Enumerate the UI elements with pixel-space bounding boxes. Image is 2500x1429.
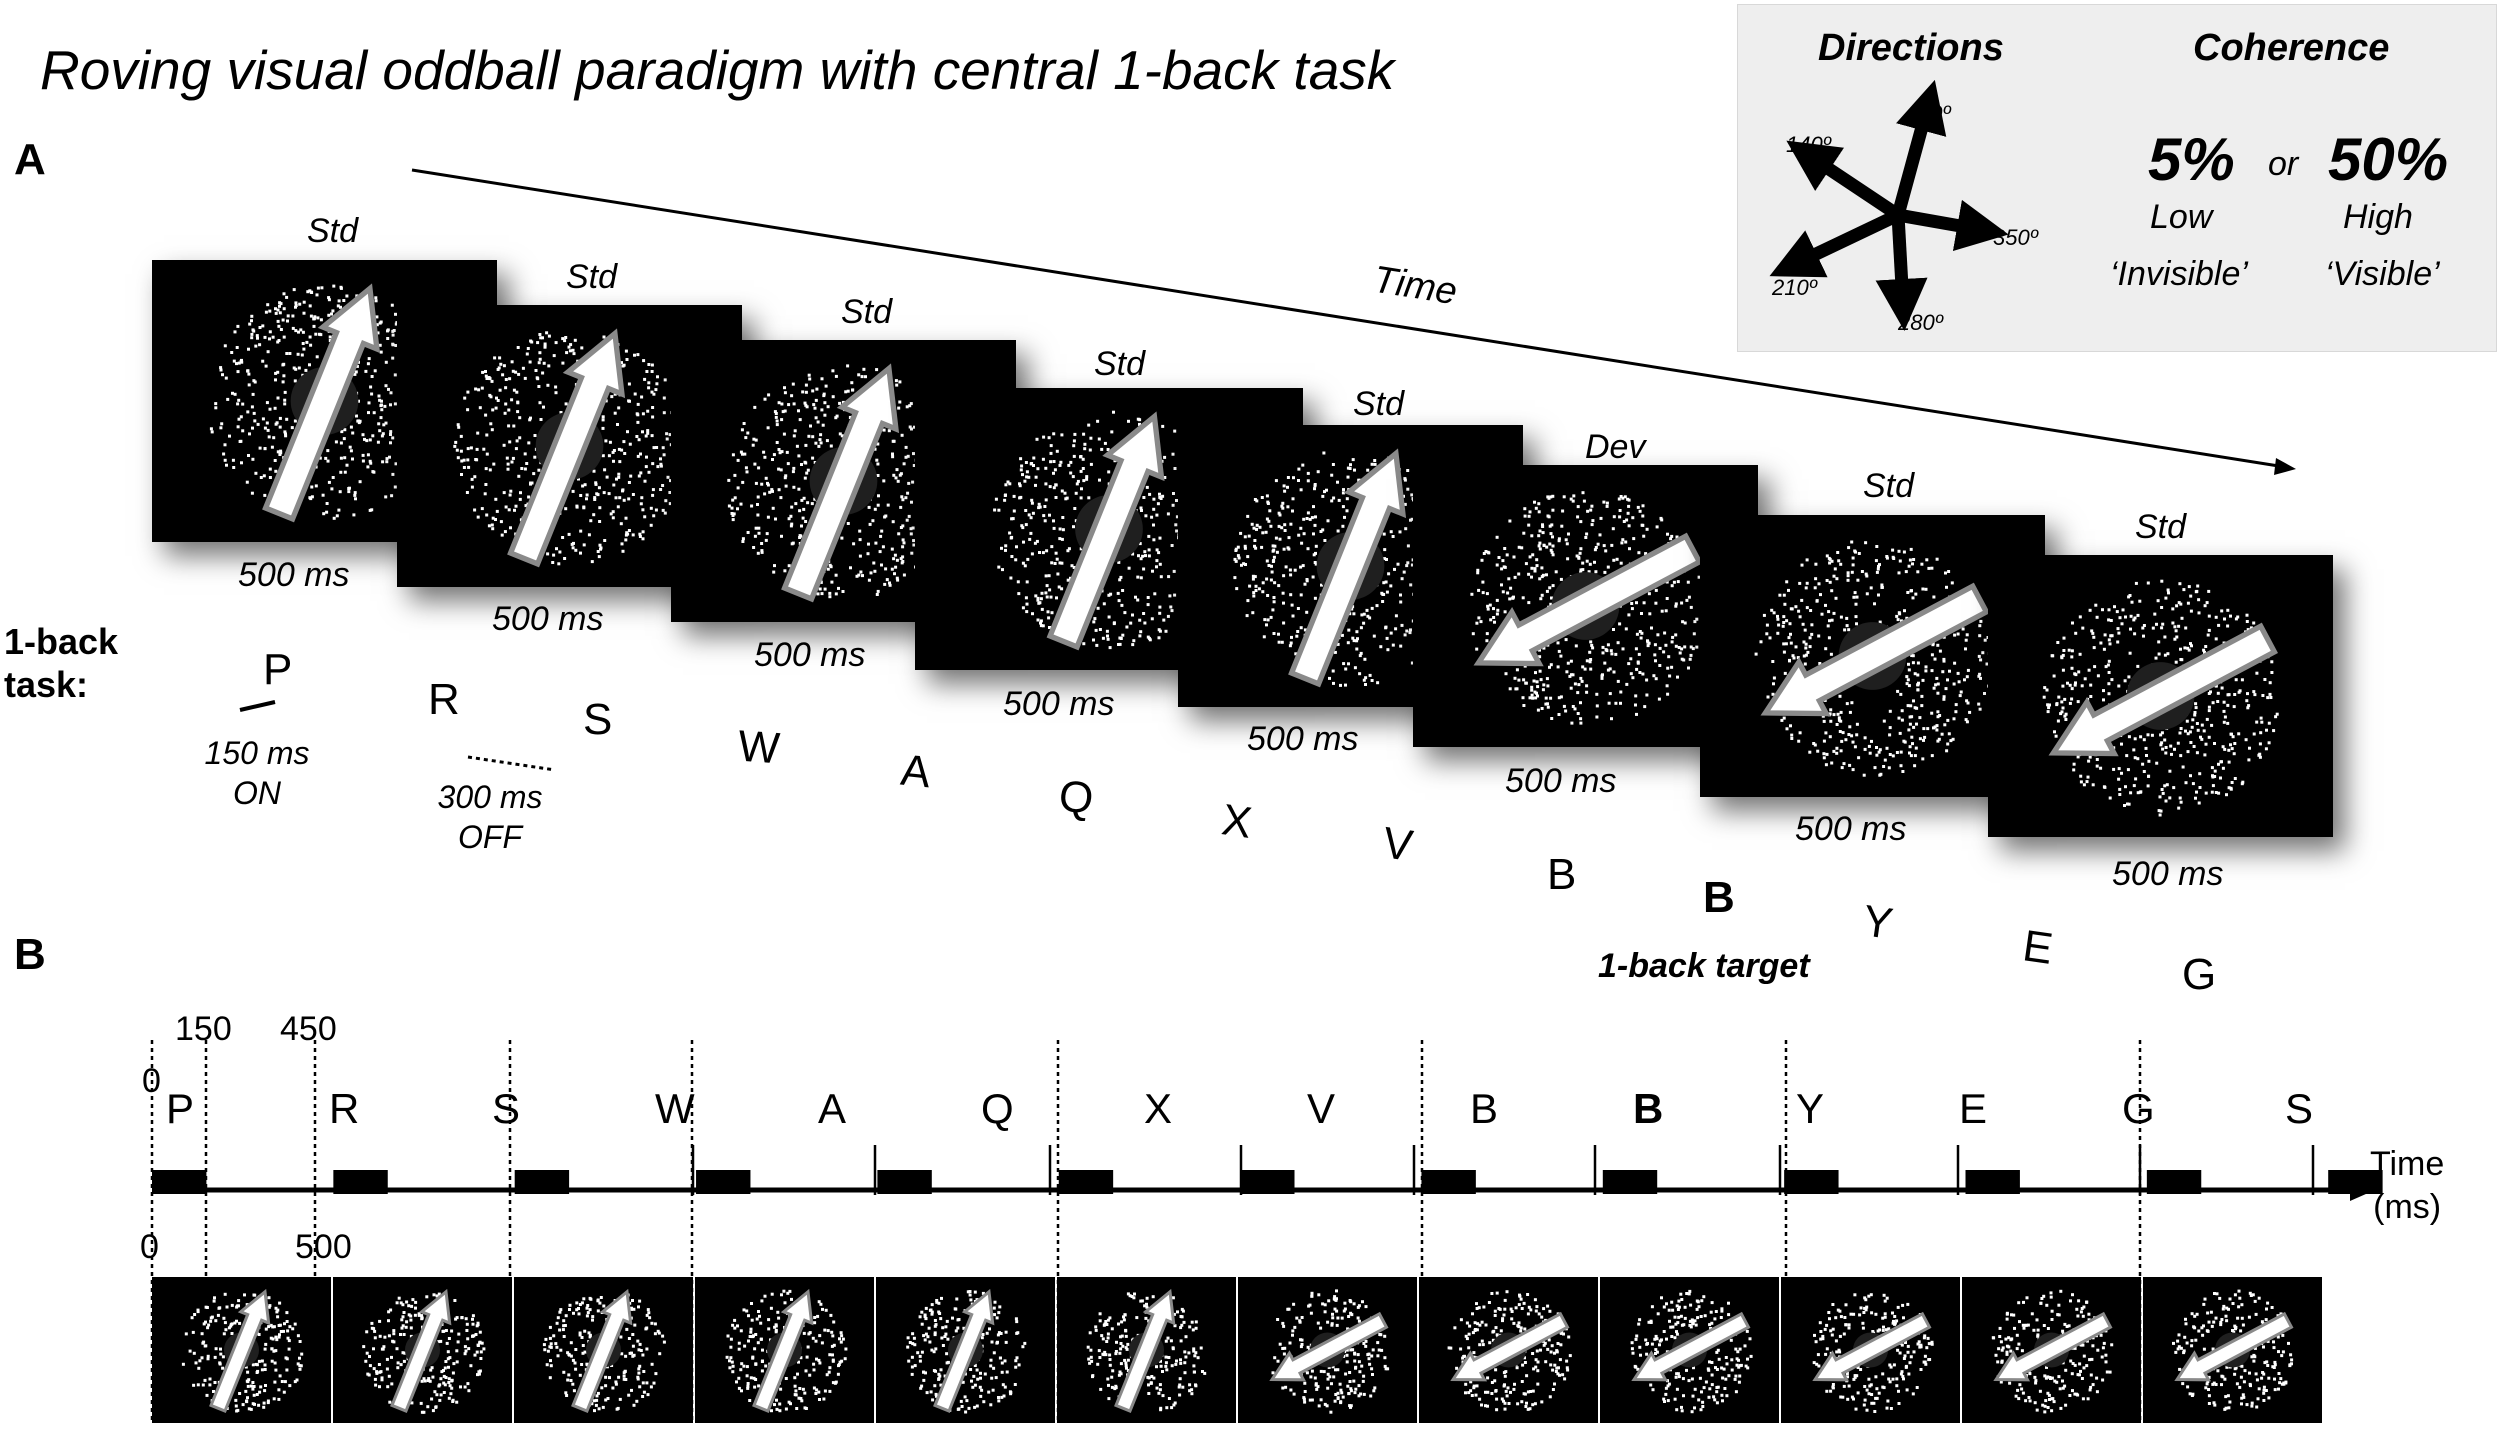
- frame-duration-label: 500 ms: [2112, 855, 2224, 894]
- frame-duration-label: 500 ms: [1795, 810, 1907, 849]
- stimulus-on-block: [1240, 1170, 1294, 1194]
- strip-frame: [333, 1277, 512, 1423]
- arrow-down-left-icon: [1962, 1277, 2141, 1423]
- stimulus-on-block: [515, 1170, 569, 1194]
- timeline-letter: X: [1144, 1085, 1172, 1133]
- stimulus-on-block: [2147, 1170, 2201, 1194]
- frame-duration-label: 500 ms: [238, 556, 350, 595]
- strip-frame: [1057, 1277, 1236, 1423]
- frame-duration-label: 500 ms: [754, 636, 866, 675]
- frame-duration-label: 500 ms: [1003, 685, 1115, 724]
- timeline-letter: S: [2285, 1085, 2313, 1133]
- frame-condition-label: Std: [307, 212, 358, 251]
- strip-frame: [1781, 1277, 1960, 1423]
- tick-450: 450: [280, 1010, 337, 1049]
- stimulus-frame: [1988, 555, 2333, 837]
- arrow-up-right-icon: [152, 1277, 331, 1423]
- stimulus-on-block: [1603, 1170, 1657, 1194]
- strip-frame: [695, 1277, 874, 1423]
- arrow-down-left-icon: [2143, 1277, 2322, 1423]
- timeline-letter: G: [2122, 1085, 2155, 1133]
- strip-frame: [514, 1277, 693, 1423]
- timeline-letter: Y: [1796, 1085, 1824, 1133]
- arrow-up-right-icon: [1057, 1277, 1236, 1423]
- timeline-letter: P: [166, 1085, 194, 1133]
- timeline-letter: Q: [981, 1085, 1014, 1133]
- frame-condition-label: Std: [841, 293, 892, 332]
- frame-condition-label: Std: [566, 258, 617, 297]
- timeline-letter: A: [818, 1085, 846, 1133]
- tick-zero-top: 0: [142, 1062, 161, 1101]
- time-axis-label: Time (ms): [2370, 1143, 2444, 1228]
- arrow-down-left-icon: [1600, 1277, 1779, 1423]
- time-axis-word: Time: [2370, 1143, 2444, 1186]
- timeline-letter: R: [329, 1085, 359, 1133]
- arrow-down-left-icon: [1988, 555, 2333, 837]
- time-axis-unit: (ms): [2370, 1186, 2444, 1229]
- timeline-letter: B: [1633, 1085, 1663, 1133]
- stimulus-on-block: [1421, 1170, 1475, 1194]
- frame-condition-label: Dev: [1585, 428, 1645, 467]
- timeline-letter: W: [655, 1085, 695, 1133]
- strip-frame: [1600, 1277, 1779, 1423]
- frame-condition-label: Std: [1863, 467, 1914, 506]
- arrow-down-left-icon: [1238, 1277, 1417, 1423]
- strip-frame: [1962, 1277, 2141, 1423]
- tick-150: 150: [175, 1010, 232, 1049]
- frame-duration-label: 500 ms: [492, 600, 604, 639]
- arrow-down-left-icon: [1781, 1277, 1960, 1423]
- arrow-down-left-icon: [1419, 1277, 1598, 1423]
- frame-duration-label: 500 ms: [1505, 762, 1617, 801]
- strip-frame: [1238, 1277, 1417, 1423]
- arrow-up-right-icon: [876, 1277, 1055, 1423]
- arrow-up-right-icon: [514, 1277, 693, 1423]
- timeline-letter: V: [1307, 1085, 1335, 1133]
- arrow-up-right-icon: [695, 1277, 874, 1423]
- stimulus-on-block: [1059, 1170, 1113, 1194]
- stimulus-on-block: [152, 1170, 206, 1194]
- timeline-letter: E: [1959, 1085, 1987, 1133]
- arrow-up-right-icon: [333, 1277, 512, 1423]
- timeline-letter: B: [1470, 1085, 1498, 1133]
- stimulus-on-block: [1966, 1170, 2020, 1194]
- stimulus-on-block: [877, 1170, 931, 1194]
- strip-frame: [152, 1277, 331, 1423]
- frame-condition-label: Std: [2135, 508, 2186, 547]
- strip-frame: [2143, 1277, 2322, 1423]
- stimulus-on-block: [333, 1170, 387, 1194]
- timeline-letter: S: [492, 1085, 520, 1133]
- frame-condition-label: Std: [1353, 385, 1404, 424]
- strip-frame: [876, 1277, 1055, 1423]
- frame-duration-label: 500 ms: [1247, 720, 1359, 759]
- stimulus-on-block: [1784, 1170, 1838, 1194]
- tick-500: 500: [295, 1228, 352, 1267]
- strip-frame: [1419, 1277, 1598, 1423]
- frame-condition-label: Std: [1094, 345, 1145, 384]
- stimulus-on-block: [696, 1170, 750, 1194]
- tick-zero-bottom: 0: [140, 1228, 159, 1267]
